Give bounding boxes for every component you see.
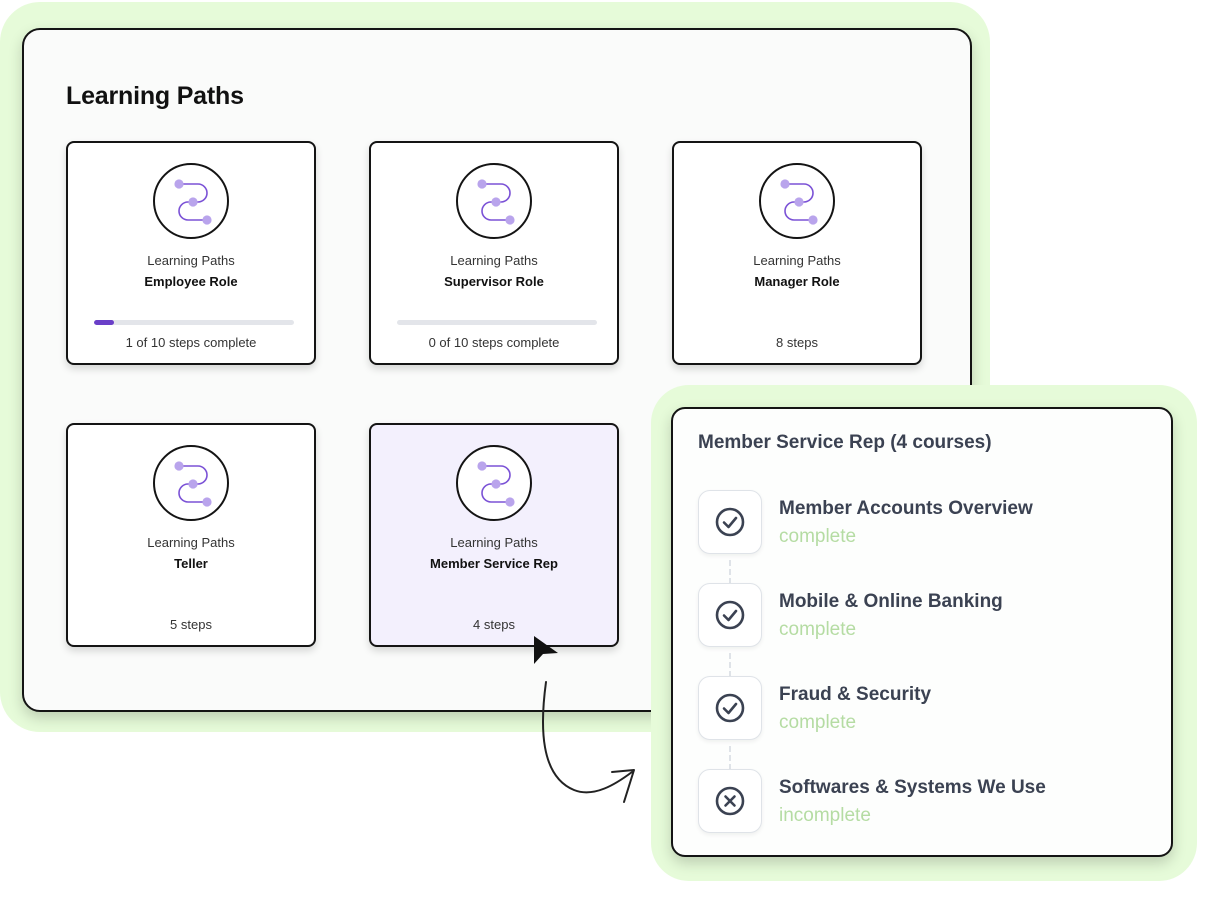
course-item-member-accounts-overview[interactable]: Member Accounts Overview complete — [698, 490, 1148, 556]
check-circle-icon — [715, 600, 745, 630]
course-item-mobile-online-banking[interactable]: Mobile & Online Banking complete — [698, 583, 1148, 649]
learning-path-card-teller[interactable]: Learning Paths Teller 5 steps — [66, 423, 316, 647]
card-status: 4 steps — [473, 617, 515, 632]
card-name: Supervisor Role — [444, 274, 544, 289]
course-list-popover: Member Service Rep (4 courses) Member Ac… — [671, 407, 1173, 857]
card-kicker: Learning Paths — [147, 535, 235, 550]
progress-bar — [94, 320, 294, 325]
card-name: Teller — [174, 556, 208, 571]
popover-title: Member Service Rep (4 courses) — [698, 432, 992, 453]
card-status: 5 steps — [170, 617, 212, 632]
learning-path-icon — [759, 163, 835, 239]
card-kicker: Learning Paths — [450, 253, 538, 268]
curved-arrow-icon — [542, 681, 635, 803]
course-name: Mobile & Online Banking — [779, 591, 1003, 612]
progress-bar — [397, 320, 597, 325]
card-kicker: Learning Paths — [450, 535, 538, 550]
learning-path-card-employee-role[interactable]: Learning Paths Employee Role 1 of 10 ste… — [66, 141, 316, 365]
course-name: Fraud & Security — [779, 684, 932, 705]
course-item-softwares-systems[interactable]: Softwares & Systems We Use incomplete — [698, 769, 1148, 835]
card-name: Employee Role — [144, 274, 238, 289]
learning-path-icon — [456, 163, 532, 239]
card-kicker: Learning Paths — [753, 253, 841, 268]
course-connector — [729, 746, 731, 770]
mouse-cursor-icon — [534, 636, 558, 664]
course-status: incomplete — [779, 805, 871, 826]
card-status: 0 of 10 steps complete — [428, 335, 560, 350]
learning-path-card-member-service-rep[interactable]: Learning Paths Member Service Rep 4 step… — [369, 423, 619, 647]
learning-path-icon — [153, 163, 229, 239]
progress-bar-fill — [94, 320, 114, 325]
course-name: Member Accounts Overview — [779, 498, 1033, 519]
card-kicker: Learning Paths — [147, 253, 235, 268]
learning-path-card-supervisor-role[interactable]: Learning Paths Supervisor Role 0 of 10 s… — [369, 141, 619, 365]
check-circle-icon — [715, 507, 745, 537]
check-circle-icon — [715, 693, 745, 723]
course-status: complete — [779, 619, 857, 640]
course-name: Softwares & Systems We Use — [779, 777, 1046, 798]
card-status: 1 of 10 steps complete — [125, 335, 257, 350]
learning-path-icon — [456, 445, 532, 521]
course-item-fraud-security[interactable]: Fraud & Security complete — [698, 676, 1148, 742]
learning-path-card-manager-role[interactable]: Learning Paths Manager Role 8 steps — [672, 141, 922, 365]
course-connector — [729, 560, 731, 584]
card-name: Manager Role — [754, 274, 840, 289]
course-status: complete — [779, 526, 857, 547]
page-title: Learning Paths — [66, 82, 244, 110]
learning-path-icon — [153, 445, 229, 521]
course-status: complete — [779, 712, 857, 733]
course-connector — [729, 653, 731, 677]
card-name: Member Service Rep — [430, 556, 558, 571]
x-circle-icon — [715, 786, 745, 816]
card-status: 8 steps — [776, 335, 818, 350]
